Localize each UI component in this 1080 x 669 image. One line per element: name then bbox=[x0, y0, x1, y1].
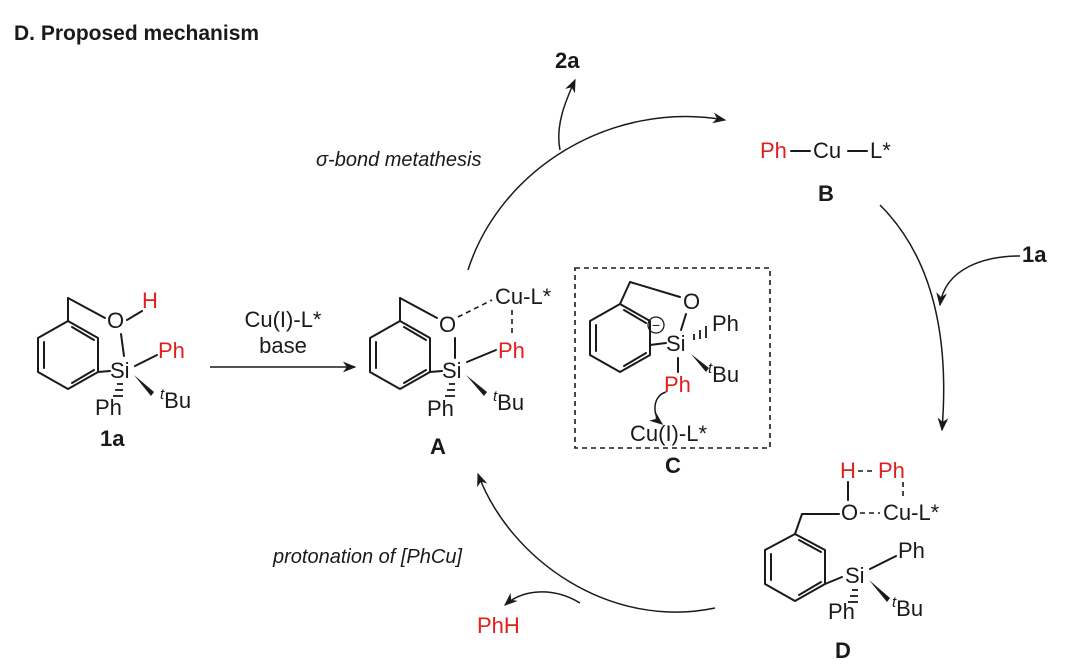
phenyl-group: Ph bbox=[828, 599, 855, 624]
reagent-arrow: Cu(I)-L* base bbox=[210, 307, 357, 373]
svg-text:−: − bbox=[652, 317, 660, 333]
phenyl-group: Ph bbox=[898, 538, 925, 563]
byproduct-release-arrow bbox=[503, 591, 581, 606]
ligand: L* bbox=[870, 138, 891, 163]
reagent-label: Cu(I)-L* bbox=[244, 307, 321, 332]
tbutyl-group: tBu bbox=[493, 388, 524, 415]
compound-1a: O H Si Ph tBu Ph 1a bbox=[37, 288, 191, 451]
cycle-arrow-b-to-d bbox=[879, 204, 949, 432]
intermediate-d: H Ph O Cu-L* Si Ph tBu Ph D bbox=[764, 458, 940, 663]
intermediate-b: Ph Cu L* B bbox=[760, 138, 891, 206]
intermediate-c: O − Si Ph tBu Ph Cu(I)-L* C bbox=[574, 267, 771, 478]
intermediate-a: O Cu-L* Ph Si tBu Ph A bbox=[369, 284, 552, 459]
label-b: B bbox=[818, 181, 834, 206]
cycle-arrow-d-to-a bbox=[477, 472, 716, 613]
phenyl-group: Ph bbox=[760, 138, 787, 163]
byproduct-phh: PhH bbox=[477, 613, 520, 638]
oxygen-atom: O bbox=[439, 312, 456, 337]
dashed-box bbox=[574, 267, 771, 449]
product-2a: 2a bbox=[555, 48, 580, 73]
step-sigma-bond-metathesis: σ-bond metathesis bbox=[316, 149, 481, 171]
copper-ligand: Cu-L* bbox=[495, 284, 552, 309]
label-1a: 1a bbox=[100, 426, 125, 451]
tbutyl-group: tBu bbox=[708, 360, 739, 387]
copper-ligand: Cu-L* bbox=[883, 500, 940, 525]
step-protonation: protonation of [PhCu] bbox=[272, 546, 462, 568]
phenyl-group: Ph bbox=[664, 372, 691, 397]
benzene-ring bbox=[589, 303, 651, 373]
copper-atom: Cu bbox=[813, 138, 841, 163]
silicon-atom: Si bbox=[845, 563, 865, 588]
label-d: D bbox=[835, 638, 851, 663]
phenyl-group: Ph bbox=[95, 395, 122, 420]
tbutyl-group: tBu bbox=[892, 594, 923, 621]
phenyl-group: Ph bbox=[158, 338, 185, 363]
silicon-atom: Si bbox=[666, 331, 686, 356]
electron-arrow bbox=[649, 391, 667, 425]
substrate-1a: 1a bbox=[1022, 242, 1047, 267]
oxygen-atom: O bbox=[683, 289, 700, 314]
oxygen-atom: O bbox=[841, 500, 858, 525]
benzene-ring bbox=[37, 320, 99, 390]
substrate-entry-arrow bbox=[936, 255, 1021, 307]
copper-ligand: Cu(I)-L* bbox=[630, 421, 707, 446]
product-release-arrow bbox=[558, 78, 576, 151]
hydrogen-atom: H bbox=[840, 458, 856, 483]
figure-title: D. Proposed mechanism bbox=[14, 22, 259, 45]
negative-charge bbox=[647, 316, 665, 334]
benzene-ring bbox=[369, 320, 431, 390]
oxygen-atom: O bbox=[107, 308, 124, 333]
hydrogen-atom: H bbox=[142, 288, 158, 313]
phenyl-group: Ph bbox=[498, 338, 525, 363]
tbutyl-group: tBu bbox=[160, 386, 191, 413]
cycle-arrow-a-to-b bbox=[467, 112, 727, 271]
catalytic-cycle: 2a σ-bond metathesis 1a PhH protonation … bbox=[272, 48, 1047, 638]
base-label: base bbox=[259, 333, 307, 358]
phenyl-group: Ph bbox=[878, 458, 905, 483]
label-a: A bbox=[430, 434, 446, 459]
benzene-ring bbox=[764, 533, 826, 602]
silicon-atom: Si bbox=[442, 358, 462, 383]
label-c: C bbox=[665, 453, 681, 478]
phenyl-group: Ph bbox=[427, 396, 454, 421]
phenyl-group: Ph bbox=[712, 311, 739, 336]
silicon-atom: Si bbox=[110, 358, 130, 383]
